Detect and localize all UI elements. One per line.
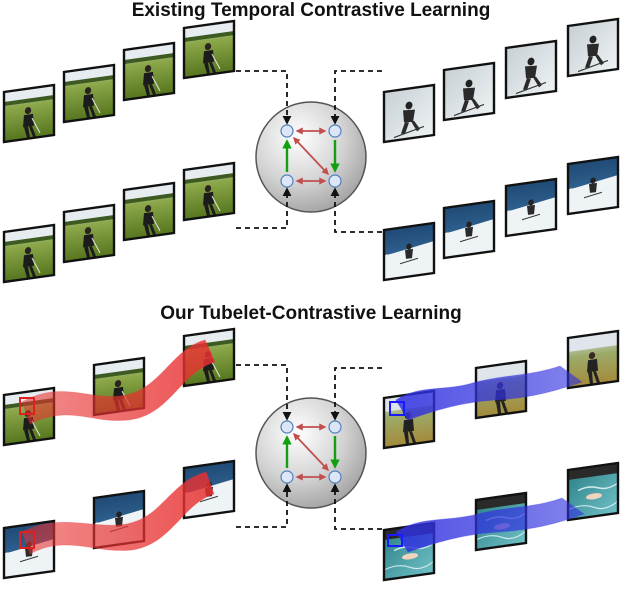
embedding-node-bl bbox=[280, 174, 294, 188]
ski-frame-top-a-3 bbox=[566, 17, 620, 78]
red-tubelet-b bbox=[21, 471, 215, 555]
ski-frame-top-a-0 bbox=[382, 83, 436, 144]
red-box-b bbox=[19, 531, 35, 549]
connector-bottom-right-b bbox=[330, 483, 382, 530]
negative-arrow-diagonal bbox=[293, 136, 329, 176]
golf-gold-frame-bottom-2 bbox=[566, 329, 620, 390]
embedding-node-bl bbox=[280, 470, 294, 484]
embedding-node-br bbox=[328, 470, 342, 484]
connector-top-left-a bbox=[236, 70, 292, 125]
blue-box-b bbox=[387, 534, 403, 547]
embedding-node-tl bbox=[280, 124, 294, 138]
golf-frame-top-b-0 bbox=[2, 223, 56, 284]
embedding-node-tl bbox=[280, 420, 294, 434]
swim-frame-bottom-2 bbox=[566, 461, 620, 522]
title-temporal-contrastive: Existing Temporal Contrastive Learning bbox=[131, 0, 491, 21]
negative-arrow-diagonal bbox=[293, 432, 329, 472]
embedding-node-tr bbox=[328, 420, 342, 434]
golf-frame-top-a-3 bbox=[182, 19, 236, 80]
blue-box-a bbox=[389, 401, 405, 416]
red-tubelet-a bbox=[21, 339, 216, 425]
embedding-node-br bbox=[328, 174, 342, 188]
sphere-top bbox=[255, 101, 367, 213]
ski-frame-top-a-1 bbox=[442, 61, 496, 122]
connector-bottom-right-a bbox=[330, 367, 382, 421]
ski-frame-top-a-2 bbox=[504, 39, 558, 100]
blue-tubelet-a bbox=[395, 365, 584, 421]
blue-tubelet-b bbox=[395, 497, 586, 553]
ski-frame-top-b-1 bbox=[442, 199, 496, 260]
golf-frame-top-b-1 bbox=[62, 203, 116, 264]
ski-frame-top-b-0 bbox=[382, 221, 436, 282]
red-box-a bbox=[19, 397, 35, 415]
golf-frame-top-a-1 bbox=[62, 63, 116, 124]
golf-frame-top-a-0 bbox=[2, 83, 56, 144]
golf-frame-top-a-2 bbox=[122, 41, 176, 102]
connector-top-right-a bbox=[330, 70, 382, 125]
connector-top-left-b bbox=[236, 187, 292, 229]
ski-frame-top-b-3 bbox=[566, 155, 620, 216]
ski-frame-top-b-2 bbox=[504, 177, 558, 238]
connector-top-right-b bbox=[330, 187, 382, 233]
title-tubelet-contrastive: Our Tubelet-Contrastive Learning bbox=[160, 303, 462, 324]
sphere-bottom bbox=[255, 397, 367, 509]
golf-frame-top-b-3 bbox=[182, 161, 236, 222]
embedding-node-tr bbox=[328, 124, 342, 138]
golf-frame-top-b-2 bbox=[122, 181, 176, 242]
